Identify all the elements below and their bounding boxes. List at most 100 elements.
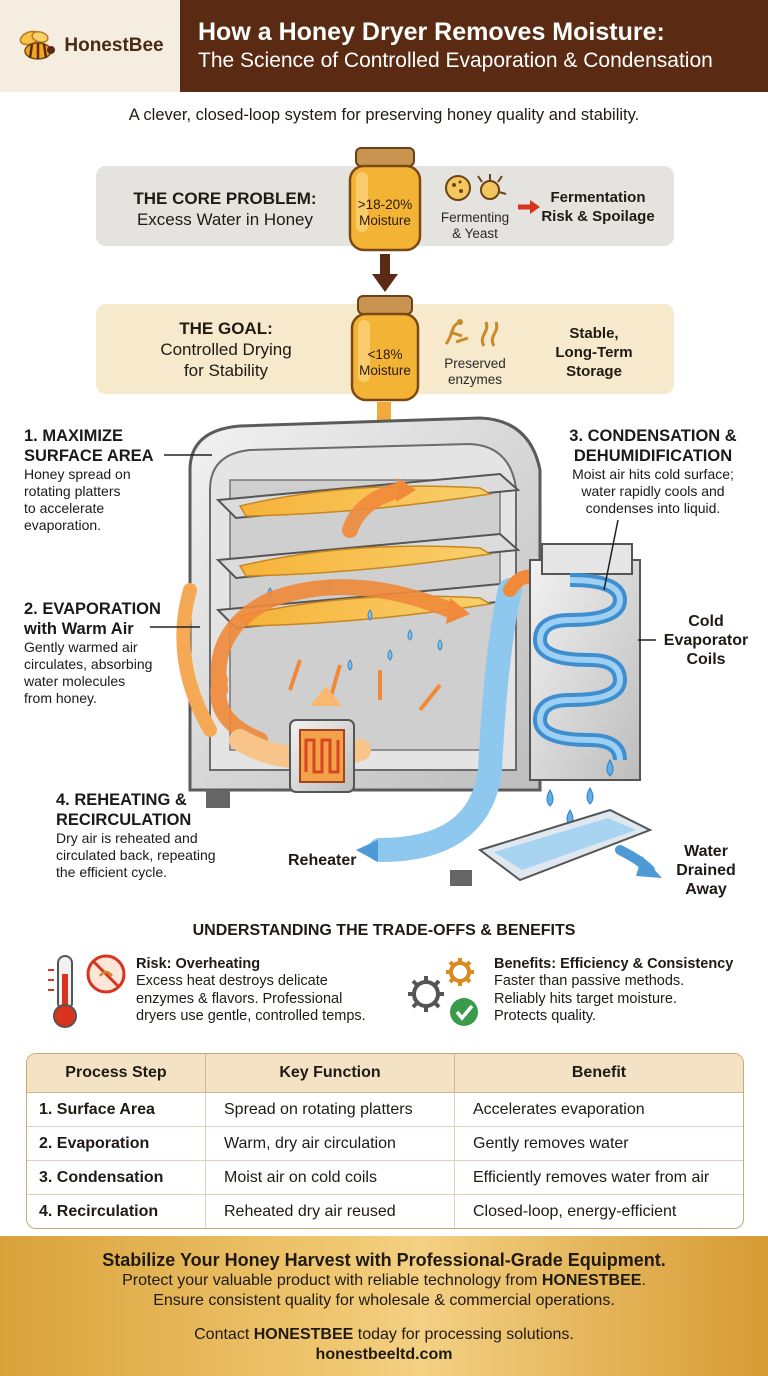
reheater-label: Reheater xyxy=(288,852,357,869)
summary-table: Process Step Key Function Benefit 1. Sur… xyxy=(26,1053,744,1229)
table-header: Benefit xyxy=(454,1054,743,1093)
table-row: 2. Evaporation Warm, dry air circulation… xyxy=(27,1126,743,1161)
goal-subheading-2: for Stability xyxy=(183,361,269,380)
table-cell: 3. Condensation xyxy=(27,1160,206,1195)
page-subtitle: The Science of Controlled Evaporation & … xyxy=(198,49,713,72)
table-cell: Accelerates evaporation xyxy=(454,1092,743,1127)
table-row: 3. Condensation Moist air on cold coils … xyxy=(27,1160,743,1195)
enzymes-caption-line-2: enzymes xyxy=(447,372,503,387)
title-banner: How a Honey Dryer Removes Moisture: The … xyxy=(180,0,768,92)
benefits-text-2: Reliably hits target moisture. xyxy=(494,990,677,1007)
brand-logo[interactable]: HonestBee xyxy=(0,0,180,92)
water-drained-label: Water Drained Away xyxy=(668,842,744,899)
risk-text-2: enzymes & flavors. Professional xyxy=(136,990,343,1007)
step-2-desc-1: Gently warmed air xyxy=(24,639,138,655)
yeast-caption-line: & Yeast xyxy=(452,226,498,241)
red-arrow-icon xyxy=(518,200,540,214)
fermenting-caption-line: Fermenting xyxy=(440,210,510,225)
footer-cta: Stabilize Your Honey Harvest with Profes… xyxy=(0,1236,768,1376)
thermometer-icon xyxy=(48,954,126,1028)
step-1-label: 1. MAXIMIZE SURFACE AREA Honey spread on… xyxy=(24,426,194,534)
goal-outcome-line-2: Long-Term xyxy=(555,344,633,361)
table-cell: Moist air on cold coils xyxy=(205,1160,455,1195)
contact-pre: Contact xyxy=(194,1326,254,1343)
honey-jar-icon xyxy=(348,147,422,252)
table-header: Key Function xyxy=(205,1054,455,1093)
risk-text-3: dryers use gentle, controlled temps. xyxy=(136,1008,366,1024)
down-arrow-icon xyxy=(372,254,398,292)
table-cell: 1. Surface Area xyxy=(27,1092,206,1127)
website-link[interactable]: honestbeeltd.com xyxy=(315,1346,453,1363)
table-cell: 2. Evaporation xyxy=(27,1126,206,1161)
water-label-2: Drained xyxy=(676,862,736,879)
water-label-3: Away xyxy=(685,881,727,898)
water-label-1: Water xyxy=(684,843,728,860)
table-row: 1. Surface Area Spread on rotating platt… xyxy=(27,1092,743,1127)
goal-outcome: Stable, Long-Term Storage xyxy=(534,324,654,381)
step-2-title-1: 2. EVAPORATION xyxy=(24,600,161,618)
step-1-title-1: 1. MAXIMIZE xyxy=(24,427,124,445)
risk-text-1: Excess heat destroys delicate xyxy=(136,973,328,989)
goal-outcome-line-1: Stable, xyxy=(569,325,619,342)
step-3-desc-3: condenses into liquid. xyxy=(585,500,721,516)
goal-heading: THE GOAL: xyxy=(179,319,273,338)
honey-jar-low-icon xyxy=(350,295,420,402)
goal-heading-block: THE GOAL: Controlled Drying for Stabilit… xyxy=(110,318,342,381)
step-2-desc-4: from honey. xyxy=(24,690,97,706)
step-4-desc-3: the efficient cycle. xyxy=(56,864,168,880)
step-2-label: 2. EVAPORATION with Warm Air Gently warm… xyxy=(24,599,194,707)
step-3-title-1: 3. CONDENSATION & xyxy=(569,427,737,445)
outcome-line-1: Fermentation xyxy=(550,189,646,206)
tradeoffs-heading: UNDERSTANDING THE TRADE-OFFS & BENEFITS xyxy=(192,922,576,939)
jar-low-unit: Moisture xyxy=(359,363,411,378)
cta-brand: HONESTBEE xyxy=(541,1272,642,1289)
table-row: 4. Recirculation Reheated dry air reused… xyxy=(27,1194,743,1228)
step-4-desc-1: Dry air is reheated and xyxy=(56,830,198,846)
fermenting-caption: Fermenting & Yeast xyxy=(432,210,518,242)
risk-block: Risk: Overheating Excess heat destroys d… xyxy=(136,955,406,1026)
bee-icon xyxy=(20,30,56,60)
gears-check-icon xyxy=(408,958,478,1026)
table-cell: Closed-loop, energy-efficient xyxy=(473,1202,677,1220)
enzymes-caption: Preserved enzymes xyxy=(430,356,520,388)
step-4-desc-2: circulated back, repeating xyxy=(56,847,216,863)
benefits-text-1: Faster than passive methods. xyxy=(494,973,685,989)
step-3-desc-1: Moist air hits cold surface; xyxy=(572,466,734,482)
risk-heading: Risk: Overheating xyxy=(136,956,261,972)
goal-outcome-line-3: Storage xyxy=(566,363,622,380)
step-3-desc-2: water rapidly cools and xyxy=(581,483,725,499)
page-title: How a Honey Dryer Removes Moisture: xyxy=(198,18,665,46)
step-1-desc-3: to accelerate xyxy=(24,500,105,516)
step-1-desc-4: evaporation. xyxy=(24,517,102,533)
header: HonestBee How a Honey Dryer Removes Mois… xyxy=(0,0,768,92)
problem-outcome: Fermentation Risk & Spoilage xyxy=(538,188,658,226)
coils-label-3: Coils xyxy=(686,651,726,668)
goal-subheading-1: Controlled Drying xyxy=(160,340,292,359)
step-2-title-2: with Warm Air xyxy=(24,620,134,638)
jar-label-value: >18-20% xyxy=(357,197,413,212)
step-4-label: 4. REHEATING & RECIRCULATION Dry air is … xyxy=(56,790,286,881)
table-header: Process Step xyxy=(27,1054,206,1093)
jar-label-unit: Moisture xyxy=(359,213,411,228)
coils-label: Cold Evaporator Coils xyxy=(656,612,756,669)
cta-line-2: Ensure consistent quality for wholesale … xyxy=(153,1292,615,1309)
table-cell: Efficiently removes water from air xyxy=(454,1160,743,1195)
step-2-desc-3: water molecules xyxy=(24,673,126,689)
table-cell: Reheated dry air reused xyxy=(205,1194,455,1228)
benefits-block: Benefits: Efficiency & Consistency Faste… xyxy=(494,955,756,1026)
leader-lines xyxy=(150,454,656,641)
contact-brand: HONESTBEE xyxy=(253,1326,354,1343)
enzymes-icon xyxy=(444,319,499,347)
cta-line-1-text: Protect your valuable product with relia… xyxy=(122,1272,542,1289)
step-1-desc-2: rotating platters xyxy=(24,483,121,499)
table-cell: 4. Recirculation xyxy=(27,1194,206,1228)
enzymes-caption-line-1: Preserved xyxy=(444,356,506,371)
step-1-desc-1: Honey spread on xyxy=(24,466,131,482)
table-cell: Warm, dry air circulation xyxy=(205,1126,455,1161)
step-2-desc-2: circulates, absorbing xyxy=(24,656,153,672)
table-cell: Spread on rotating platters xyxy=(205,1092,455,1127)
table-cell: Gently removes water xyxy=(454,1126,743,1161)
jar-moisture-label-low: <18% Moisture xyxy=(342,347,428,379)
step-3-label: 3. CONDENSATION & DEHUMIDIFICATION Moist… xyxy=(548,426,758,517)
cta-line-1: Protect your valuable product with relia… xyxy=(0,1271,768,1291)
